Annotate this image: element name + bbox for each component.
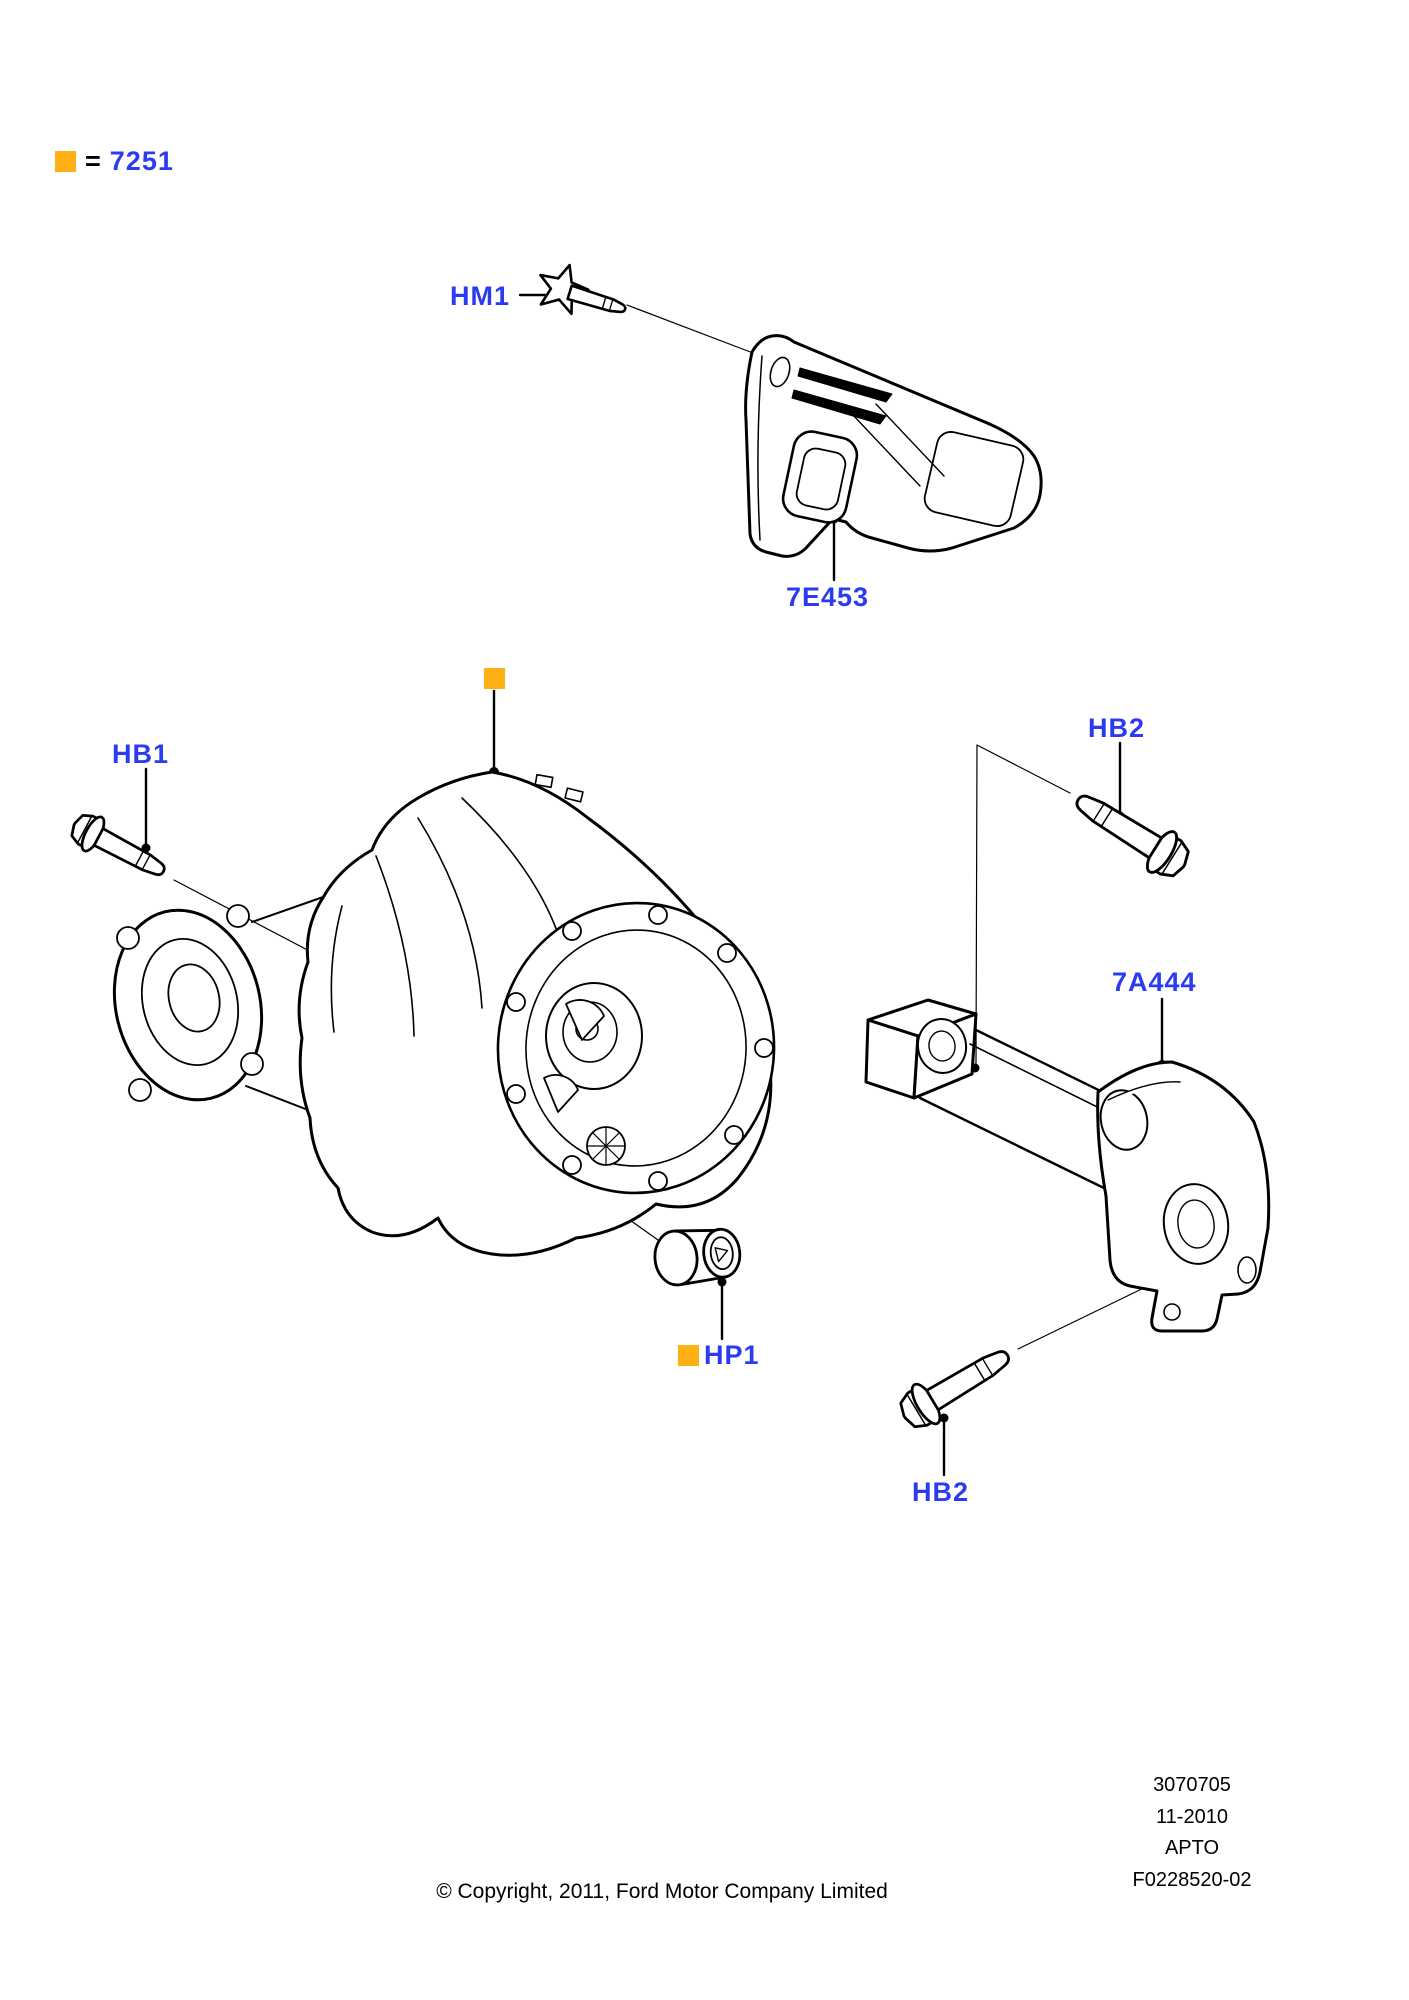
callout-hb1[interactable]: HB1 xyxy=(112,739,170,769)
part-hb2-bottom-bolt-drawing xyxy=(899,1350,1010,1429)
part-7a444-bracket-drawing xyxy=(864,998,1271,1333)
callout-7a444[interactable]: 7A444 xyxy=(1112,967,1197,997)
part-hm1-stud-drawing xyxy=(539,263,627,316)
legend: = 7251 xyxy=(55,146,174,177)
reference-line-4: F0228520-02 xyxy=(1132,1868,1252,1891)
assembly-marker-square xyxy=(484,668,505,689)
copyright-notice: © Copyright, 2011, Ford Motor Company Li… xyxy=(436,1880,888,1903)
legend-equals: = xyxy=(85,146,101,176)
callout-hb2-top[interactable]: HB2 xyxy=(1088,713,1146,743)
callout-hm1[interactable]: HM1 xyxy=(450,281,511,311)
part-transfer-case-drawing xyxy=(112,770,776,1257)
callout-hp1[interactable]: HP1 xyxy=(704,1340,760,1370)
legend-marker-square xyxy=(55,151,76,172)
part-hb1-bolt-drawing xyxy=(70,814,166,877)
part-hp1-bushing-drawing xyxy=(653,1227,742,1287)
callout-7e453[interactable]: 7E453 xyxy=(786,582,870,612)
part-hb2-top-bolt-drawing xyxy=(1075,794,1190,878)
leader-lines-label xyxy=(144,293,1164,1477)
reference-block: 3070705 11-2010 APTO F0228520-02 xyxy=(1092,1770,1292,1896)
legend-part-number[interactable]: 7251 xyxy=(109,146,174,176)
reference-line-3: APTO xyxy=(1164,1837,1220,1859)
callout-hp1-row: HP1 xyxy=(678,1340,760,1371)
reference-line-2: 11-2010 xyxy=(1156,1805,1228,1828)
callout-hb2-bottom[interactable]: HB2 xyxy=(912,1477,970,1507)
part-7e453-mount-drawing xyxy=(744,334,1043,558)
hp1-marker-square xyxy=(678,1345,699,1366)
reference-line-1: 3070705 xyxy=(1153,1774,1231,1796)
